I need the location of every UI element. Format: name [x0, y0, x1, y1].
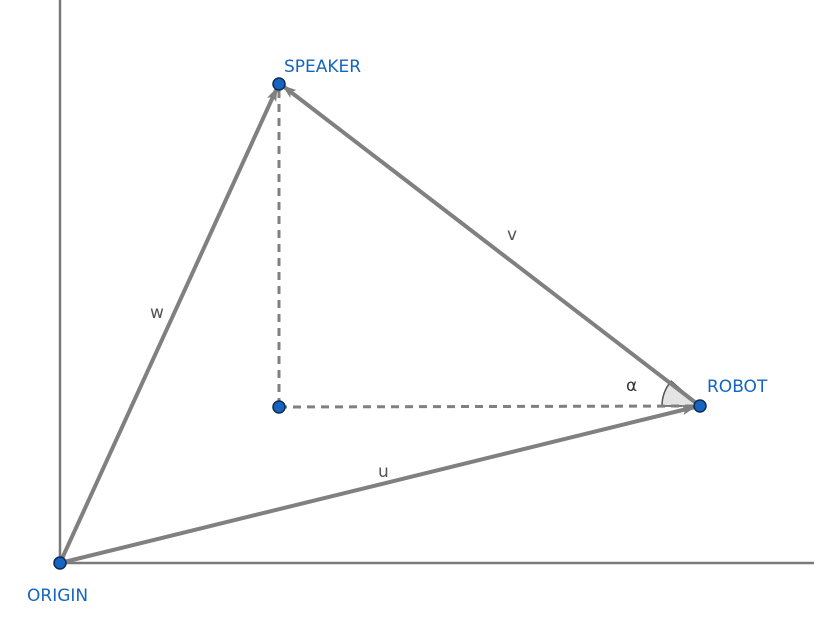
label-origin: ORIGIN: [27, 586, 88, 606]
vector-u: [59, 405, 696, 565]
label-robot: ROBOT: [707, 377, 768, 397]
label-vector-v: v: [507, 225, 517, 245]
label-angle-alpha: α: [626, 376, 637, 396]
label-vector-u: u: [378, 462, 389, 482]
point-origin[interactable]: [53, 556, 67, 570]
dashed-horizontal-line: [278, 404, 695, 409]
vector-v: [281, 84, 702, 408]
point-robot[interactable]: [693, 399, 707, 413]
label-vector-w: w: [150, 303, 164, 323]
point-speaker[interactable]: [272, 77, 286, 91]
point-corner[interactable]: [272, 400, 286, 414]
label-speaker: SPEAKER: [284, 57, 361, 77]
vector-w: [58, 87, 279, 564]
